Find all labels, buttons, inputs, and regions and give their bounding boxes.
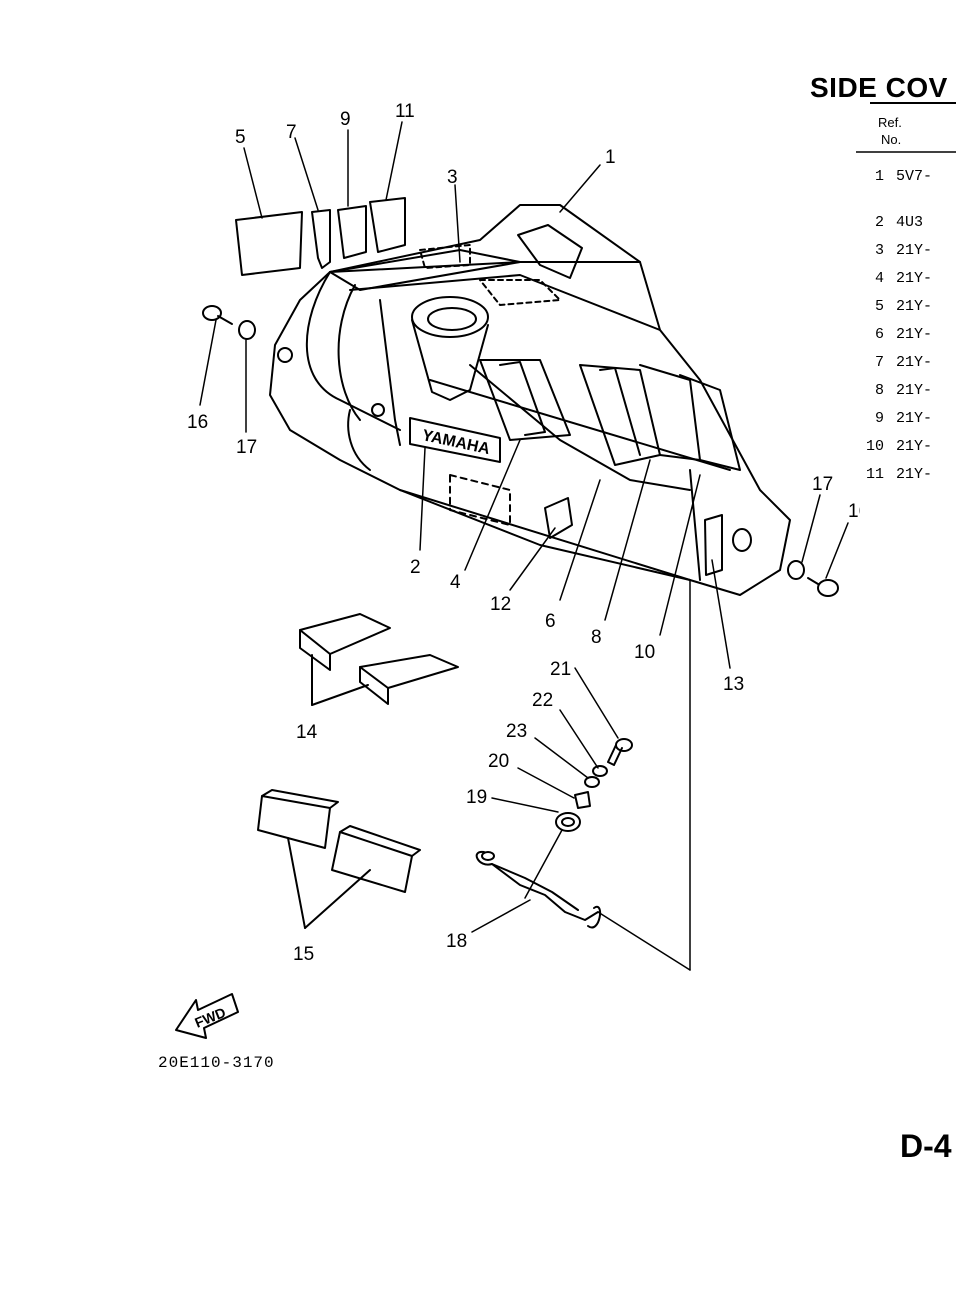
callout-13: 13 [723, 674, 744, 695]
callout-12: 12 [490, 594, 511, 615]
callout-16-left: 16 [187, 412, 208, 433]
ref-header-label: Ref. [878, 115, 902, 130]
fwd-arrow: FWD [175, 993, 239, 1039]
bolt-21 [607, 738, 633, 766]
washer-17-left [238, 320, 256, 340]
page-title: SIDE COV [810, 72, 948, 103]
bracket-18 [475, 850, 602, 929]
grommet-19 [555, 812, 581, 832]
page-number: D-4 [900, 1128, 952, 1164]
callout-19: 19 [466, 787, 487, 808]
stripe-13 [704, 514, 723, 576]
top-vent [517, 224, 583, 279]
callout-5: 5 [235, 127, 246, 148]
callout-21: 21 [550, 659, 571, 680]
screw-16-right [807, 577, 839, 597]
callout-7: 7 [286, 122, 297, 143]
callout-22: 22 [532, 690, 553, 711]
decal-outline [449, 474, 511, 526]
callout-2: 2 [410, 557, 421, 578]
callout-6: 6 [545, 611, 556, 632]
collar-20 [574, 791, 591, 809]
callout-10: 10 [634, 642, 655, 663]
callout-14: 14 [296, 722, 318, 743]
louvers [469, 359, 741, 491]
callout-4: 4 [450, 572, 461, 593]
callout-labels: 1 2 3 4 5 6 7 8 9 10 11 12 13 14 15 16 1… [187, 101, 860, 965]
emblem-plate [544, 497, 573, 539]
callout-9: 9 [340, 109, 351, 130]
washer-23 [584, 776, 600, 788]
callout-16-right: 16 [848, 501, 860, 522]
grommet-right [732, 528, 752, 552]
yamaha-logo-plate: YAMAHA [409, 417, 501, 463]
ref-column-header: Ref. No. [878, 114, 902, 148]
callout-3: 3 [447, 167, 458, 188]
callout-20: 20 [488, 751, 509, 772]
callout-11: 11 [395, 101, 415, 122]
pads-14 [299, 613, 459, 706]
pads-15 [257, 789, 421, 929]
callout-23: 23 [506, 721, 527, 742]
grommet-left [277, 347, 293, 363]
callout-18: 18 [446, 931, 467, 952]
callout-17-left: 17 [236, 437, 257, 458]
side-cover-body [269, 204, 791, 596]
title-underline [870, 102, 956, 104]
grommet-mid [371, 403, 385, 417]
pads-upper [235, 197, 406, 276]
callout-1: 1 [605, 147, 616, 168]
table-header-rule [856, 151, 956, 153]
leader-lines [199, 121, 849, 971]
washer-22 [592, 765, 608, 777]
callout-17-right: 17 [812, 474, 833, 495]
diagram-code: 20E110-3170 [158, 1054, 275, 1072]
callout-8: 8 [591, 627, 602, 648]
intake-duct [411, 296, 489, 401]
washer-17-right [787, 560, 805, 580]
screw-16-left [202, 305, 233, 325]
exploded-view-drawing: YAMAHA [175, 101, 860, 1039]
callout-15: 15 [293, 944, 314, 965]
no-header-label: No. [881, 132, 902, 147]
top-pad [329, 244, 561, 306]
